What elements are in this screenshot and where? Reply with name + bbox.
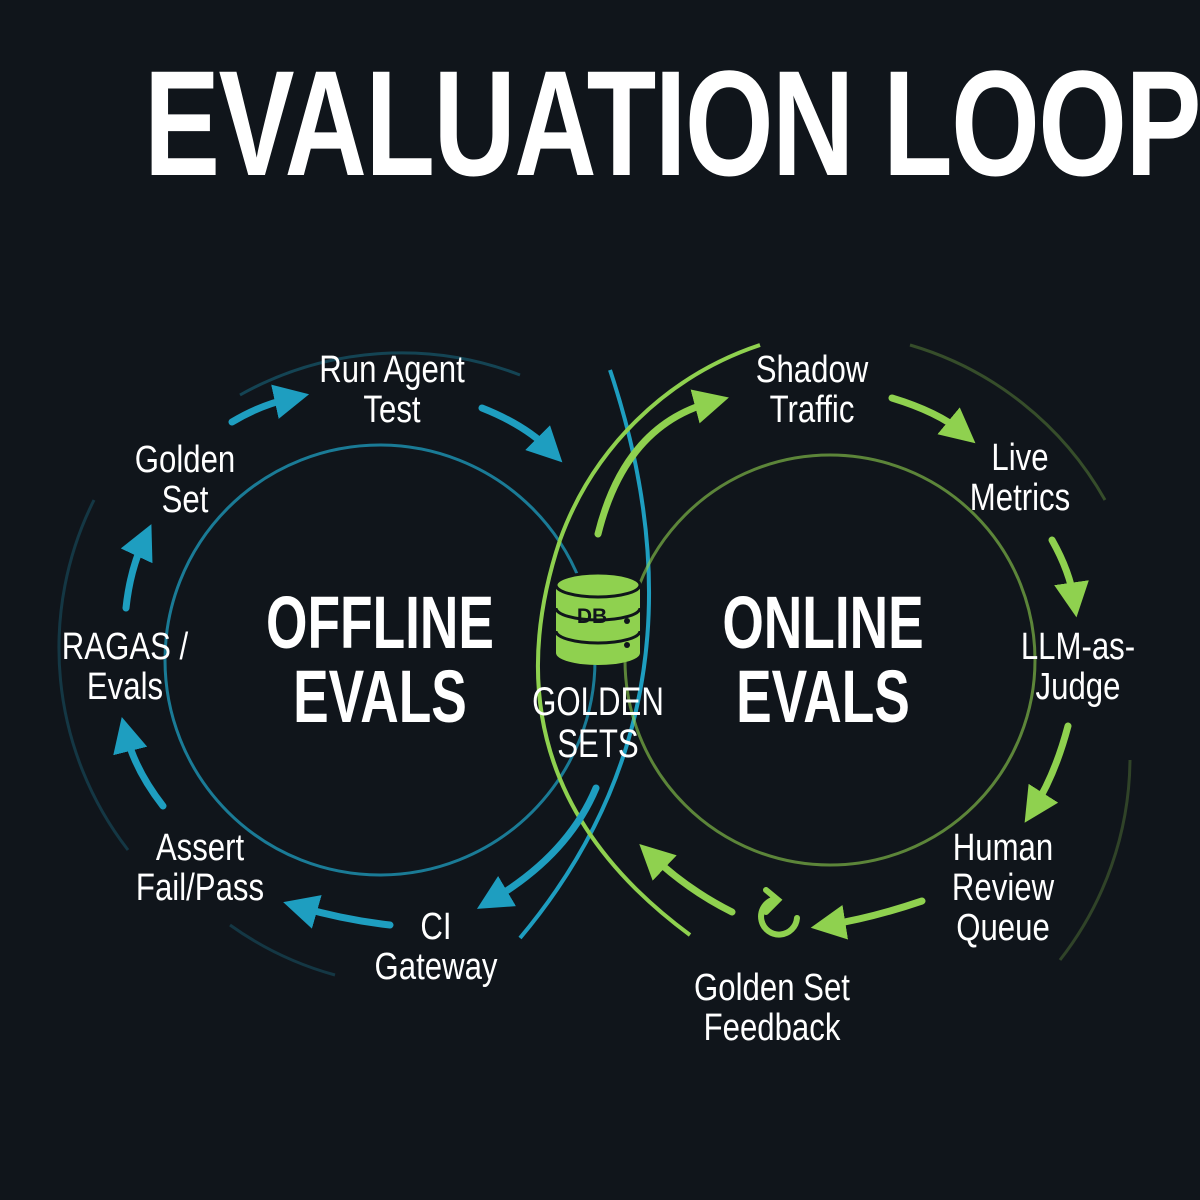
- step-line: Set: [161, 479, 209, 521]
- step-line: Judge: [1035, 666, 1121, 708]
- step-ragas-evals: RAGAS / Evals: [62, 627, 188, 707]
- step-line: Golden: [134, 439, 236, 481]
- online-evals-line2: EVALS: [736, 655, 910, 738]
- step-line: Feedback: [703, 1007, 841, 1049]
- arrow-assert-to-ragas: [113, 717, 167, 810]
- arrow-run-agent-to-golden-sets: [478, 404, 563, 463]
- step-human-review-queue: Human Review Queue: [952, 828, 1054, 948]
- arrow-golden-set-to-run-agent: [228, 384, 310, 426]
- online-outer-ring: [535, 343, 1132, 961]
- arrow-judge-to-human-review: [1024, 722, 1072, 823]
- step-line: Human: [952, 827, 1054, 869]
- step-line: Assert: [155, 827, 245, 869]
- step-line: Golden Set: [694, 967, 850, 1009]
- step-live-metrics: Live Metrics: [970, 438, 1070, 518]
- refresh-cycle-icon: [758, 887, 800, 938]
- online-evals-line1: ONLINE: [722, 581, 924, 664]
- step-line: RAGAS /: [61, 626, 189, 668]
- page-title: EVALUATION LOOP: [144, 39, 1200, 207]
- offline-flow-arrows: [113, 384, 600, 929]
- golden-sets-line2: SETS: [557, 722, 639, 766]
- offline-evals-line1: OFFLINE: [266, 581, 494, 664]
- arrow-golden-sets-to-shadow-traffic: [594, 389, 729, 538]
- online-flow-arrows: [594, 389, 1089, 940]
- arrow-live-metrics-to-judge: [1048, 536, 1089, 618]
- arrow-shadow-to-live-metrics: [888, 394, 976, 444]
- offline-outer-ring: [57, 351, 652, 977]
- step-line: Traffic: [769, 389, 855, 431]
- step-line: Metrics: [969, 477, 1071, 519]
- arrow-ci-gateway-to-assert: [283, 895, 394, 929]
- step-line: Fail/Pass: [135, 867, 265, 909]
- step-run-agent-test: Run Agent Test: [319, 350, 465, 430]
- step-line: Gateway: [374, 946, 498, 988]
- offline-evals-label: OFFLINE EVALS: [266, 586, 494, 734]
- online-evals-label: ONLINE EVALS: [722, 586, 923, 734]
- step-line: Shadow: [755, 349, 869, 391]
- step-line: Queue: [956, 907, 1050, 949]
- step-shadow-traffic: Shadow Traffic: [756, 350, 869, 430]
- step-line: Run Agent: [319, 349, 465, 391]
- step-golden-set-feedback: Golden Set Feedback: [694, 968, 850, 1048]
- step-line: Evals: [86, 666, 164, 708]
- arrow-feedback-to-hub: [639, 843, 736, 916]
- step-line: Live: [991, 437, 1049, 479]
- golden-sets-label: GOLDEN SETS: [532, 681, 664, 765]
- step-line: LLM-as-: [1020, 626, 1136, 668]
- step-line: Test: [363, 389, 421, 431]
- database-icon-label: DB: [577, 605, 607, 628]
- offline-evals-line2: EVALS: [293, 655, 467, 738]
- arrow-ragas-to-golden-set: [120, 524, 153, 612]
- step-ci-gateway: CI Gateway: [375, 907, 498, 987]
- step-line: CI: [420, 906, 452, 948]
- database-icon: DB: [554, 571, 642, 665]
- arrow-review-to-feedback: [810, 897, 926, 940]
- step-llm-as-judge: LLM-as- Judge: [1021, 627, 1135, 707]
- golden-sets-line1: GOLDEN: [532, 680, 664, 724]
- step-assert-fail-pass: Assert Fail/Pass: [136, 828, 264, 908]
- arrow-golden-sets-to-ci-gateway: [476, 784, 600, 909]
- step-golden-set: Golden Set: [135, 440, 235, 520]
- step-line: Review: [951, 867, 1055, 909]
